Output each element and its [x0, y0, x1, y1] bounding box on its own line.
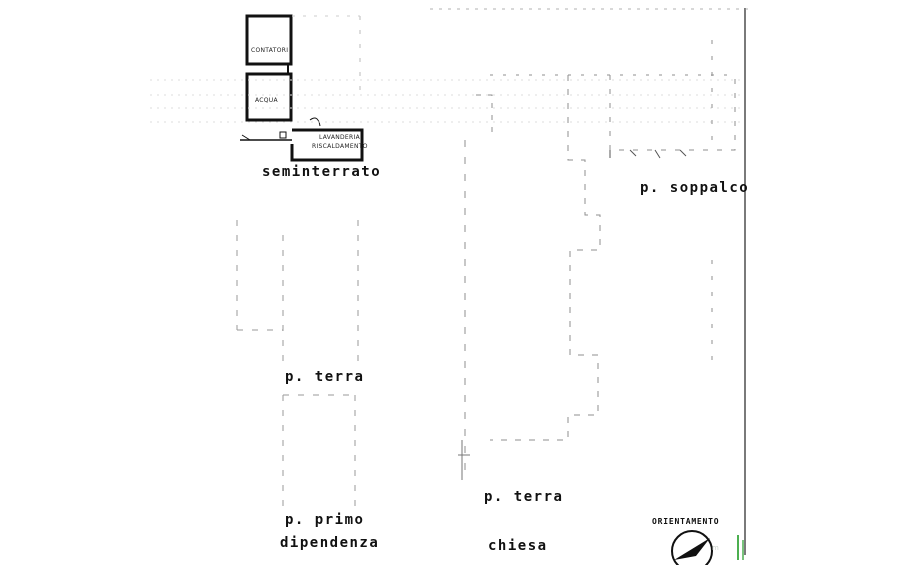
label-dipendenza: dipendenza — [280, 535, 380, 551]
piano-terra-plan — [236, 220, 359, 365]
piano-primo-plan — [282, 394, 356, 510]
compass-label: ORIENTAMENTO — [652, 517, 720, 526]
room-label-acqua: ACQUA — [255, 97, 278, 104]
room-acqua — [245, 72, 293, 122]
label-seminterrato: seminterrato — [262, 164, 382, 180]
watermark-text: m — [712, 544, 719, 552]
label-terra-chiesa: p. terra — [484, 489, 564, 505]
compass-icon — [671, 530, 744, 565]
room-label-lavanderia: LAVANDERIA — [319, 134, 360, 141]
room-lavanderia — [290, 128, 364, 162]
label-terra-dipendenza: p. terra — [285, 369, 365, 385]
seminterrato-plan — [240, 14, 364, 162]
label-chiesa: chiesa — [488, 538, 548, 554]
room-label-riscaldamento: RISCALDAMENTO — [312, 143, 368, 150]
label-soppalco: p. soppalco — [640, 180, 750, 196]
chiesa-plan — [458, 40, 736, 480]
label-primo: p. primo — [285, 512, 365, 528]
room-contatori — [245, 14, 293, 66]
room-label-contatori: CONTATORI — [251, 47, 289, 54]
